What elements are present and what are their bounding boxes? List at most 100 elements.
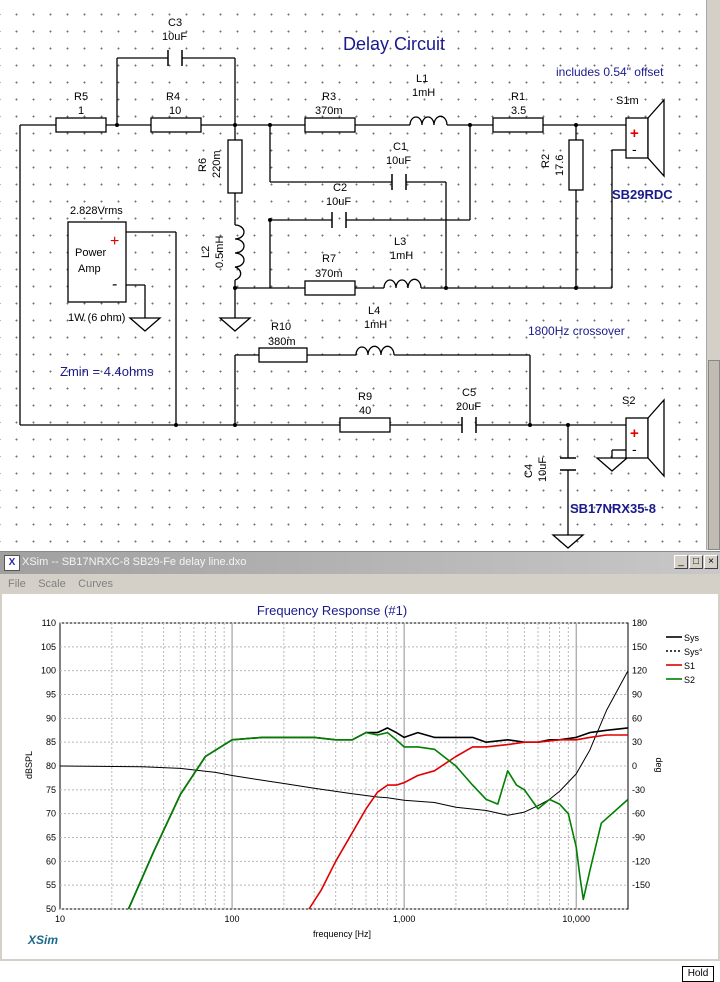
menu-file[interactable]: File — [8, 578, 26, 590]
s1-minus-sign: - — [632, 141, 637, 157]
s1-model: SB29RDC — [612, 187, 673, 202]
resistor-r7[interactable] — [304, 280, 356, 296]
y2-tick-label: 60 — [632, 713, 642, 723]
ground-symbol — [595, 457, 629, 472]
zmin-note: Zmin = 4.4ohms — [60, 364, 154, 379]
inductor-l2[interactable] — [234, 224, 245, 281]
resistor-r2[interactable] — [568, 139, 584, 191]
resistor-r3[interactable] — [304, 117, 356, 133]
y-tick-label: 50 — [46, 904, 56, 914]
y2-axis-label: deg — [654, 757, 664, 772]
r6-value: 220m — [211, 150, 223, 178]
c3-value: 10uF — [162, 31, 187, 43]
schematic-canvas[interactable]: Delay Circuit includes 0.54" offset 1800… — [0, 0, 706, 550]
l1-name: L1 — [416, 73, 428, 85]
s2-plus-sign: + — [630, 425, 639, 442]
resistor-r9[interactable] — [339, 417, 391, 433]
y-tick-label: 85 — [46, 737, 56, 747]
series-line — [127, 731, 629, 910]
ground-symbol — [551, 534, 585, 549]
resistor-r1[interactable] — [492, 117, 544, 133]
c5-value: 20uF — [456, 401, 481, 413]
r5-name: R5 — [74, 91, 88, 103]
amp-minus-sign: - — [112, 276, 117, 293]
y2-tick-label: -120 — [632, 856, 650, 866]
legend-label: S2 — [684, 675, 695, 685]
legend-label: Sys° — [684, 647, 703, 657]
capacitor-c5[interactable] — [461, 417, 477, 433]
amp-plus-sign: + — [110, 233, 119, 250]
amp-label-line1: Power — [75, 247, 107, 259]
resistor-r6[interactable] — [227, 139, 243, 194]
inductor-l4[interactable] — [355, 345, 395, 356]
schematic-drawing: Delay Circuit includes 0.54" offset 1800… — [19, 17, 673, 549]
resistor-r10[interactable] — [258, 347, 308, 363]
x-tick-label: 1,000 — [393, 914, 416, 924]
crossover-note: 1800Hz crossover — [528, 324, 625, 338]
l1-value: 1mH — [412, 87, 435, 99]
y-tick-label: 80 — [46, 761, 56, 771]
y2-tick-label: 180 — [632, 618, 647, 628]
y-tick-label: 100 — [41, 666, 56, 676]
y2-tick-label: 90 — [632, 690, 642, 700]
l3-value: 1mH — [390, 250, 413, 262]
schematic-scrollbar[interactable] — [706, 0, 720, 550]
y-tick-label: 105 — [41, 642, 56, 652]
scrollbar-thumb[interactable] — [708, 360, 720, 550]
series-line — [59, 670, 629, 816]
c2-name: C2 — [333, 182, 347, 194]
r6-name: R6 — [197, 158, 209, 172]
x-tick-label: 10 — [55, 914, 65, 924]
menu-scale[interactable]: Scale — [38, 578, 66, 590]
r7-value: 370m — [315, 268, 343, 280]
amp-label-line2: Amp — [78, 263, 101, 275]
inductor-l1[interactable] — [409, 115, 448, 126]
l3-name: L3 — [394, 236, 406, 248]
offset-note: includes 0.54" offset — [556, 65, 664, 79]
y-tick-label: 65 — [46, 833, 56, 843]
y-axis-label: dBSPL — [24, 751, 34, 779]
window-title: XSim -- SB17NRXC-8 SB29-Fe delay line.dx… — [22, 556, 247, 568]
y-tick-label: 70 — [46, 809, 56, 819]
y-tick-label: 55 — [46, 880, 56, 890]
l4-name: L4 — [368, 305, 380, 317]
capacitor-c4[interactable] — [560, 457, 576, 471]
resistor-r5[interactable] — [55, 117, 107, 133]
x-tick-label: 100 — [225, 914, 240, 924]
resistor-r4[interactable] — [150, 117, 202, 133]
r7-name: R7 — [322, 253, 336, 265]
ground-symbol — [218, 317, 252, 332]
schematic-title: Delay Circuit — [343, 34, 445, 54]
amp-power-rating: 1W (6 ohm) — [68, 312, 125, 324]
close-button[interactable]: × — [704, 555, 718, 569]
window-titlebar[interactable]: X XSim -- SB17NRXC-8 SB29-Fe delay line.… — [0, 552, 720, 574]
ground-symbol — [128, 317, 162, 332]
r1-value: 3.5 — [511, 105, 526, 117]
x-tick-label: 10,000 — [562, 914, 590, 924]
minimize-button[interactable]: _ — [674, 555, 688, 569]
capacitor-c3[interactable] — [167, 50, 183, 66]
maximize-button[interactable]: □ — [689, 555, 703, 569]
capacitor-c2[interactable] — [331, 212, 347, 228]
s1-plus-sign: + — [630, 125, 639, 142]
hold-button[interactable]: Hold — [682, 966, 714, 982]
inductor-l3[interactable] — [383, 278, 422, 289]
speaker-s2-symbol[interactable]: + - — [625, 398, 665, 478]
power-amp-block[interactable] — [67, 221, 127, 303]
speaker-s1-symbol[interactable]: + - — [625, 98, 665, 178]
c1-value: 10uF — [386, 155, 411, 167]
y2-tick-label: -30 — [632, 785, 645, 795]
s2-ref: S2 — [622, 395, 635, 407]
y2-tick-label: 150 — [632, 642, 647, 652]
l4-value: 1mH — [364, 319, 387, 331]
xsim-window: X XSim -- SB17NRXC-8 SB29-Fe delay line.… — [0, 551, 720, 982]
y-tick-label: 95 — [46, 690, 56, 700]
r2-value: 17.6 — [554, 155, 566, 176]
y2-tick-label: 120 — [632, 666, 647, 676]
amp-voltage: 2.828Vrms — [70, 205, 123, 217]
r2-name: R2 — [540, 154, 552, 168]
menu-curves[interactable]: Curves — [78, 578, 114, 590]
xsim-app-icon[interactable]: X — [4, 555, 20, 571]
capacitor-c1[interactable] — [391, 174, 407, 190]
